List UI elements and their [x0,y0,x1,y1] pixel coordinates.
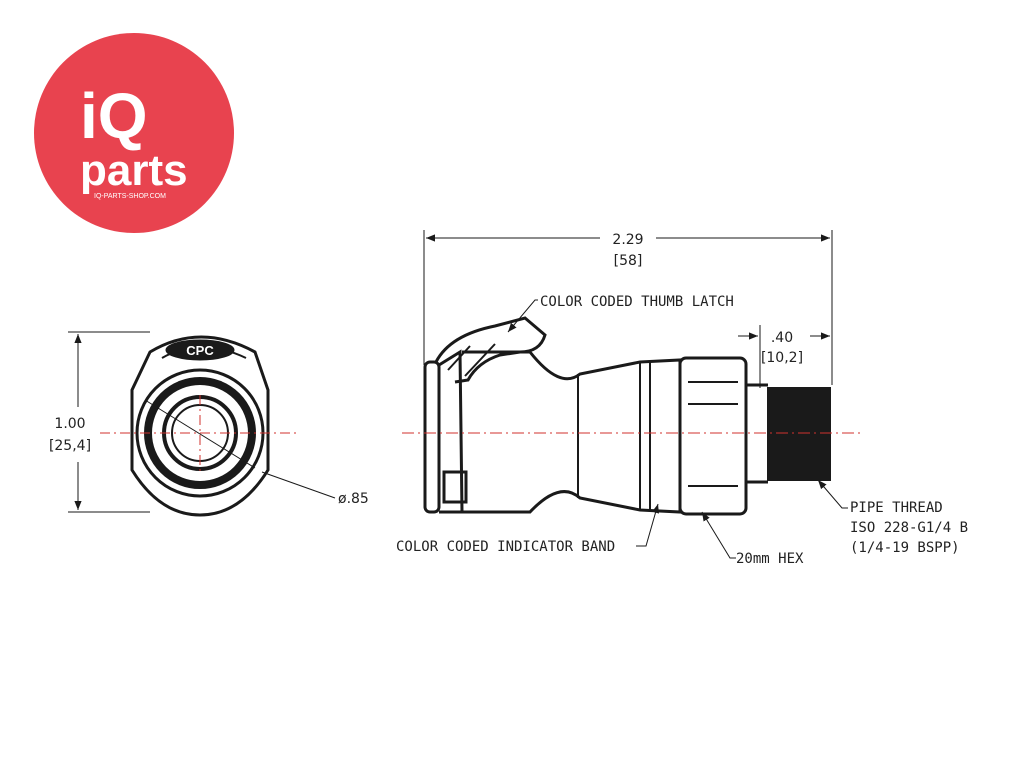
coupling-key [442,470,468,504]
cpc-badge [165,339,235,361]
length-mm-label: [58] [614,253,643,269]
pipe-thread [767,387,831,481]
logo-brand-bottom: parts [80,146,188,195]
indicator-band-leader [636,503,659,547]
height-dimension [68,331,150,513]
side-view [423,230,833,516]
callout-leaders [507,299,848,559]
iq-parts-logo: iQ parts IQ-PARTS-SHOP.COM [34,33,234,233]
hex-label: 20mm HEX [736,551,804,567]
hex-flats [688,381,738,487]
logo-url: IQ-PARTS-SHOP.COM [94,193,166,200]
pipe-thread-label-3: (1/4-19 BSPP) [850,540,960,556]
hex-body [678,356,748,516]
indicator-band-label: COLOR CODED INDICATOR BAND [396,539,615,555]
coupling-barrel [462,350,682,514]
coupling-front-collar [438,349,464,514]
thumb-latch-leader [507,299,538,333]
diameter-leader [261,471,336,499]
thumb-latch [434,316,547,384]
hex-leader [701,511,736,559]
length-inch-label: 2.29 [612,232,643,248]
thread-length-inch-label: .40 [771,330,793,346]
pipe-thread-label-1: PIPE THREAD [850,500,943,516]
cpc-badge-text: CPC [186,343,214,358]
front-view [100,335,336,517]
logo-brand-top: iQ [80,80,148,152]
thumb-latch-ribs [447,343,496,377]
height-mm-label: [25,4] [49,438,91,454]
logo-circle [34,33,234,233]
height-inch-label: 1.00 [54,416,85,432]
thread-length-mm-label: [10,2] [761,350,803,366]
diameter-label: ø.85 [338,491,369,507]
coupling-front-face [423,360,441,514]
diameter-line [144,399,256,469]
front-body-outline [130,335,270,517]
pipe-thread-label-2: ISO 228-G1/4 B [850,520,968,536]
thumb-latch-label: COLOR CODED THUMB LATCH [540,294,734,310]
pipe-thread-leader [817,479,848,509]
